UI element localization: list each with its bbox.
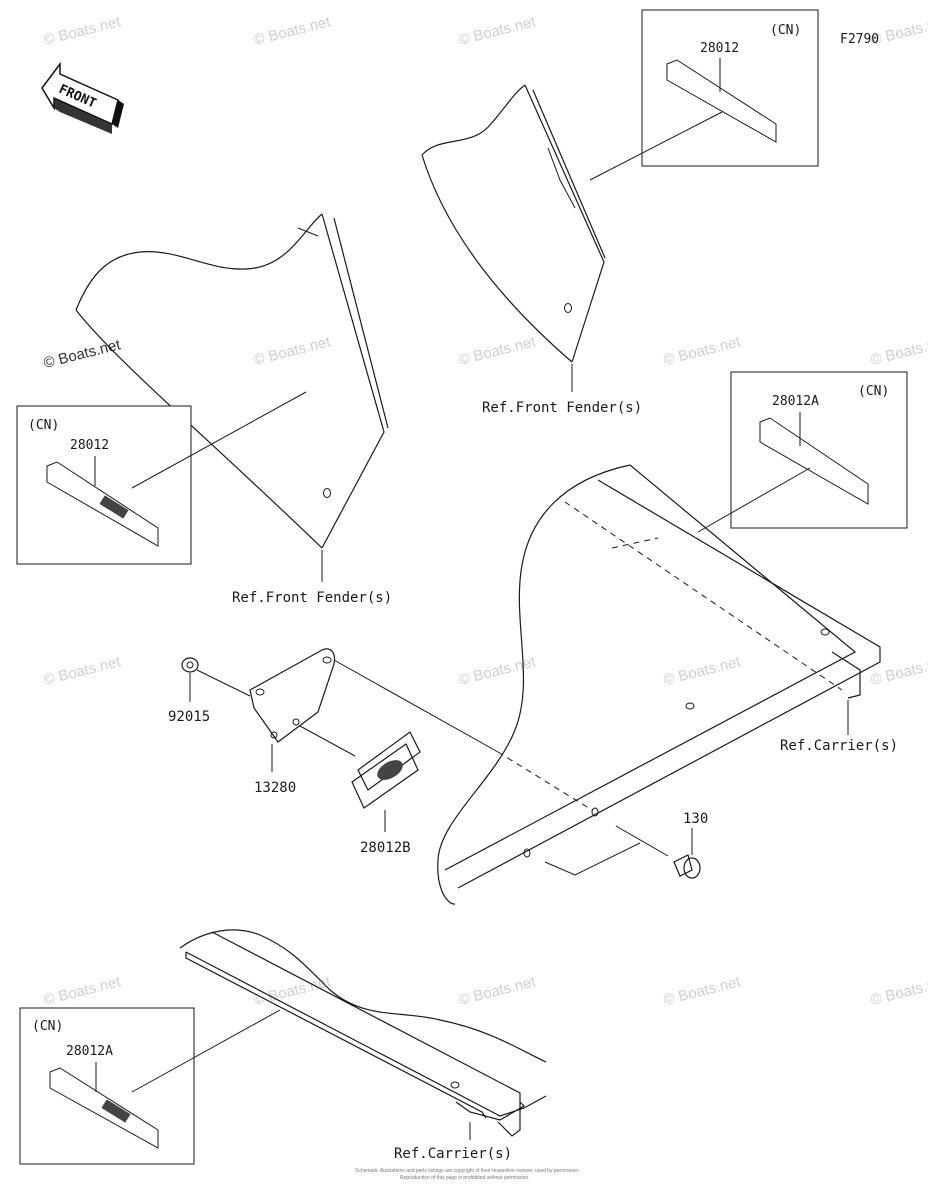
callout-part-number: 28012 [700,41,739,56]
ref-front-fender-right: Ref.Front Fender(s) [482,400,642,416]
front-fender-right [421,84,606,363]
watermark: © Boats.net [42,653,123,689]
watermark: © Boats.net [662,333,743,369]
watermark: © Boats.net [457,653,538,689]
plate-28012B [351,731,421,809]
front-fender-left [75,213,389,549]
figure-code: F2790 [840,32,879,47]
callout-part-number: 28012 [70,438,109,453]
watermark: © Boats.net [457,973,538,1009]
watermark: © Boats.net [252,333,333,369]
callout-region: (CN) [32,1019,63,1034]
part-number-130: 130 [683,811,708,827]
footer-copyright: Schematic illustrations and parts listin… [355,1168,580,1174]
kawasaki-logo-icon [101,1099,131,1123]
front-arrow-icon: FRONT [41,61,124,134]
watermark: © Boats.net [457,333,538,369]
watermark: © Boats.net [42,973,123,1009]
watermark: © Boats.net [42,13,123,49]
callout-part-number: 28012A [66,1044,113,1059]
ref-carrier-right: Ref.Carrier(s) [780,738,898,754]
washer-92015 [181,657,199,673]
callout-box-mid-right: (CN) 28012A [730,371,908,529]
callout-region: (CN) [858,384,889,399]
ref-front-fender-left: Ref.Front Fender(s) [232,590,392,606]
watermark: © Boats.net [252,13,333,49]
part-number-92015: 92015 [168,709,210,725]
watermark: © Boats.net [662,653,743,689]
kawasaki-logo-icon [99,495,129,519]
watermark: © Boats.net [457,13,538,49]
callout-box-top-right: (CN) 28012 [641,9,819,167]
watermark-dark: © Boats.net [42,336,123,372]
part-number-28012B: 28012B [360,840,411,856]
watermark: © Boats.net [869,973,928,1009]
footer-reproduction: Reproduction of this page is prohibited … [400,1175,530,1181]
bolt-130 [673,854,701,879]
watermark: © Boats.net [869,653,928,689]
watermark: © Boats.net [869,333,928,369]
carrier-right [437,464,881,905]
callout-box-bottom-left: (CN) 28012A [19,1007,195,1165]
callout-part-number: 28012A [772,394,819,409]
part-number-13280: 13280 [254,780,296,796]
callout-region: (CN) [28,418,59,433]
watermark: © Boats.net [662,973,743,1009]
carrier-bottom [179,929,547,1137]
callout-box-left: (CN) 28012 [16,405,192,565]
callout-region: (CN) [770,23,801,38]
bracket-13280 [249,648,336,743]
ref-carrier-bottom: Ref.Carrier(s) [394,1146,512,1162]
watermark: © Boats.net [252,973,333,1009]
